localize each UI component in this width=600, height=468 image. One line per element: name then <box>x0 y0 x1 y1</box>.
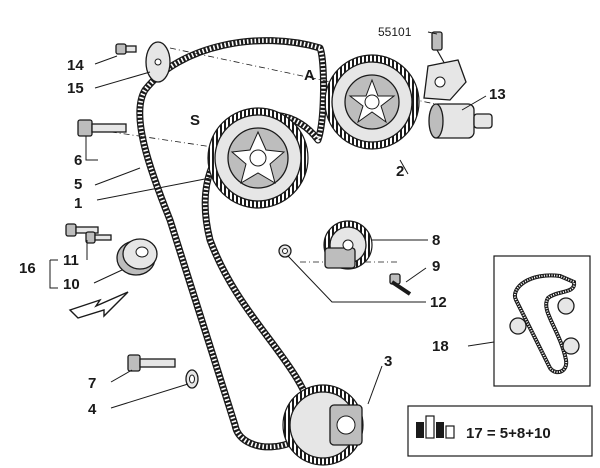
callout-1: 1 <box>74 195 82 212</box>
bolt-6 <box>77 119 127 137</box>
nut-12 <box>278 244 292 258</box>
callout-16: 16 <box>19 260 36 277</box>
direction-arrow-icon <box>68 291 129 319</box>
bolt-14 <box>115 43 137 55</box>
crankshaft-pulley <box>282 384 364 466</box>
bolt-11a <box>65 223 99 237</box>
callout-9: 9 <box>432 258 440 275</box>
pulley-mark-intake: S <box>190 112 200 129</box>
callout-11: 11 <box>63 252 79 269</box>
parts-kit-icon <box>416 415 455 439</box>
callout-2: 2 <box>396 163 404 180</box>
callout-6: 6 <box>74 152 82 169</box>
callout-4: 4 <box>88 401 97 418</box>
callout-55101: 55101 <box>378 25 412 39</box>
callout-7: 7 <box>88 375 96 392</box>
intake-camshaft-pulley <box>207 107 309 209</box>
callout-5: 5 <box>74 176 82 193</box>
callout-8: 8 <box>432 232 440 249</box>
bolt-7 <box>127 354 176 372</box>
washer-4 <box>185 369 199 389</box>
phase-sensor <box>423 31 467 101</box>
callout-3: 3 <box>384 353 392 370</box>
idler-pulley <box>323 220 373 270</box>
kit-box <box>407 405 593 457</box>
callout-13: 13 <box>489 86 506 103</box>
washer-15 <box>145 41 171 83</box>
timing-belt <box>136 37 327 451</box>
callout-12: 12 <box>430 294 447 311</box>
leader-lines <box>49 31 495 409</box>
callout-10: 10 <box>63 276 80 293</box>
pulley-mark-exhaust: A <box>304 67 315 84</box>
callout-15: 15 <box>67 80 84 97</box>
bolt-9 <box>389 273 412 296</box>
exhaust-camshaft-pulley <box>324 54 420 150</box>
inset-18 <box>493 255 591 387</box>
phase-variator <box>428 103 493 139</box>
axis-line-intake <box>84 127 301 161</box>
callout-18: 18 <box>432 338 449 355</box>
tensioner-pulley <box>116 238 158 276</box>
bolt-11b <box>85 231 112 244</box>
kit-formula: 17 = 5+8+10 <box>466 425 551 442</box>
callout-14: 14 <box>67 57 84 74</box>
